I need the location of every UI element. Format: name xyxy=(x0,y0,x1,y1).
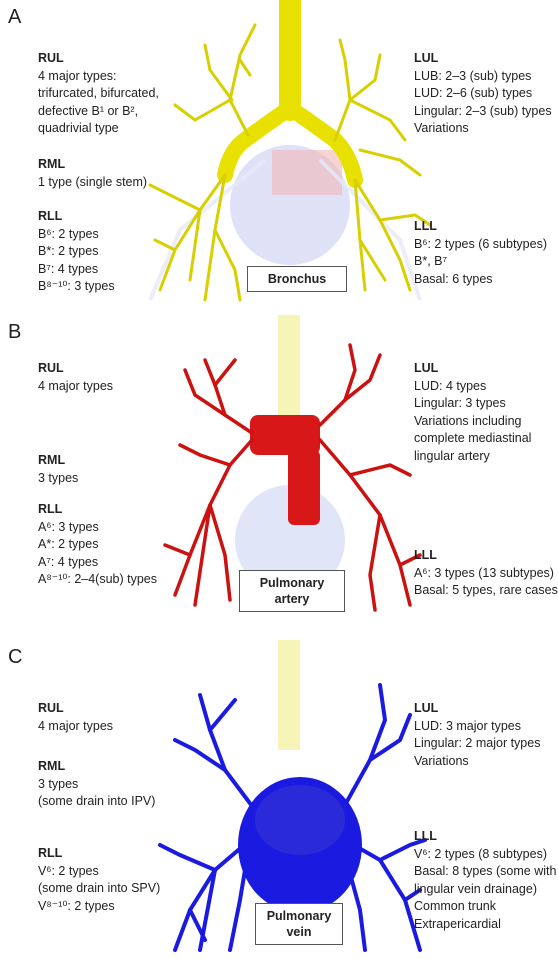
rll-line: B⁸⁻¹⁰: 3 types xyxy=(38,278,115,296)
rul-heading: RUL xyxy=(38,700,113,718)
rul-heading: RUL xyxy=(38,50,159,68)
lll-annotation: LLL V⁶: 2 types (8 subtypes) Basal: 8 ty… xyxy=(414,828,556,933)
lul-annotation: LUL LUD: 4 types Lingular: 3 types Varia… xyxy=(414,360,531,465)
rml-heading: RML xyxy=(38,758,155,776)
rll-annotation: RLL A⁶: 3 types A*: 2 types A⁷: 4 types … xyxy=(38,501,157,589)
lul-line: Variations xyxy=(414,753,540,771)
lll-heading: LLL xyxy=(414,547,558,565)
rll-line: B⁶: 2 types xyxy=(38,226,115,244)
lll-line: Basal: 5 types, rare cases xyxy=(414,582,558,600)
panel-pulmonary-vein: C RUL 4 major types RML 3 types (some dr… xyxy=(0,640,558,959)
box-title-line: Pulmonary xyxy=(260,575,325,591)
rll-annotation: RLL V⁶: 2 types (some drain into SPV) V⁸… xyxy=(38,845,160,915)
panel-bronchus: A RUL 4 major types: trifurcated, bifurc… xyxy=(0,0,558,310)
rul-line: quadrivial type xyxy=(38,120,159,138)
rll-line: A⁶: 3 types xyxy=(38,519,157,537)
box-title-line: vein xyxy=(286,924,311,940)
lll-line: lingular vein drainage) xyxy=(414,881,556,899)
lll-line: Basal: 6 types xyxy=(414,271,547,289)
rll-line: (some drain into SPV) xyxy=(38,880,160,898)
lll-line: Extrapericardial xyxy=(414,916,556,934)
lul-annotation: LUL LUB: 2–3 (sub) types LUD: 2–6 (sub) … xyxy=(414,50,552,138)
lul-line: Variations xyxy=(414,120,552,138)
lll-line: Basal: 8 types (some with xyxy=(414,863,556,881)
rul-line: 4 major types: xyxy=(38,68,159,86)
lll-heading: LLL xyxy=(414,218,547,236)
lul-line: Variations including xyxy=(414,413,531,431)
panel-label: C xyxy=(8,646,22,669)
panel-pulmonary-artery: B RUL 4 major types RML 3 types RLL A⁶: … xyxy=(0,315,558,635)
rll-heading: RLL xyxy=(38,501,157,519)
lll-annotation: LLL B⁶: 2 types (6 subtypes) B*, B⁷ Basa… xyxy=(414,218,547,288)
rml-heading: RML xyxy=(38,452,78,470)
lul-line: lingular artery xyxy=(414,448,531,466)
lll-line: Common trunk xyxy=(414,898,556,916)
rll-line: A*: 2 types xyxy=(38,536,157,554)
rll-line: V⁶: 2 types xyxy=(38,863,160,881)
lll-line: B*, B⁷ xyxy=(414,253,547,271)
box-title-line: artery xyxy=(275,591,310,607)
rml-line: 3 types xyxy=(38,470,78,488)
lul-line: Lingular: 3 types xyxy=(414,395,531,413)
lul-heading: LUL xyxy=(414,50,552,68)
lul-line: LUB: 2–3 (sub) types xyxy=(414,68,552,86)
rll-line: V⁸⁻¹⁰: 2 types xyxy=(38,898,160,916)
lll-line: V⁶: 2 types (8 subtypes) xyxy=(414,846,556,864)
rml-line: 3 types xyxy=(38,776,155,794)
rll-line: A⁷: 4 types xyxy=(38,554,157,572)
rml-line: (some drain into IPV) xyxy=(38,793,155,811)
rul-heading: RUL xyxy=(38,360,113,378)
pulmonary-artery-label-box: Pulmonary artery xyxy=(239,570,345,612)
lll-line: B⁶: 2 types (6 subtypes) xyxy=(414,236,547,254)
lul-line: LUD: 4 types xyxy=(414,378,531,396)
rll-line: B*: 2 types xyxy=(38,243,115,261)
rul-annotation: RUL 4 major types: trifurcated, bifurcat… xyxy=(38,50,159,138)
rul-line: 4 major types xyxy=(38,718,113,736)
rll-line: B⁷: 4 types xyxy=(38,261,115,279)
lul-annotation: LUL LUD: 3 major types Lingular: 2 major… xyxy=(414,700,540,770)
lul-line: complete mediastinal xyxy=(414,430,531,448)
rml-annotation: RML 1 type (single stem) xyxy=(38,156,147,191)
rml-line: 1 type (single stem) xyxy=(38,174,147,192)
bronchus-label-box: Bronchus xyxy=(247,266,347,292)
rul-line: 4 major types xyxy=(38,378,113,396)
panel-label: A xyxy=(8,6,21,29)
rml-annotation: RML 3 types xyxy=(38,452,78,487)
rll-heading: RLL xyxy=(38,208,115,226)
panel-label: B xyxy=(8,321,21,344)
box-title-line: Pulmonary xyxy=(267,908,332,924)
lll-annotation: LLL A⁶: 3 types (13 subtypes) Basal: 5 t… xyxy=(414,547,558,600)
lul-heading: LUL xyxy=(414,700,540,718)
rll-annotation: RLL B⁶: 2 types B*: 2 types B⁷: 4 types … xyxy=(38,208,115,296)
lul-line: Lingular: 2 major types xyxy=(414,735,540,753)
rul-annotation: RUL 4 major types xyxy=(38,360,113,395)
lul-line: LUD: 2–6 (sub) types xyxy=(414,85,552,103)
rll-line: A⁸⁻¹⁰: 2–4(sub) types xyxy=(38,571,157,589)
lul-heading: LUL xyxy=(414,360,531,378)
lul-line: LUD: 3 major types xyxy=(414,718,540,736)
rml-heading: RML xyxy=(38,156,147,174)
rul-line: defective B¹ or B², xyxy=(38,103,159,121)
rul-line: trifurcated, bifurcated, xyxy=(38,85,159,103)
rul-annotation: RUL 4 major types xyxy=(38,700,113,735)
lul-line: Lingular: 2–3 (sub) types xyxy=(414,103,552,121)
lll-heading: LLL xyxy=(414,828,556,846)
rml-annotation: RML 3 types (some drain into IPV) xyxy=(38,758,155,811)
rll-heading: RLL xyxy=(38,845,160,863)
box-title: Bronchus xyxy=(268,271,326,287)
pulmonary-vein-label-box: Pulmonary vein xyxy=(255,903,343,945)
lll-line: A⁶: 3 types (13 subtypes) xyxy=(414,565,558,583)
